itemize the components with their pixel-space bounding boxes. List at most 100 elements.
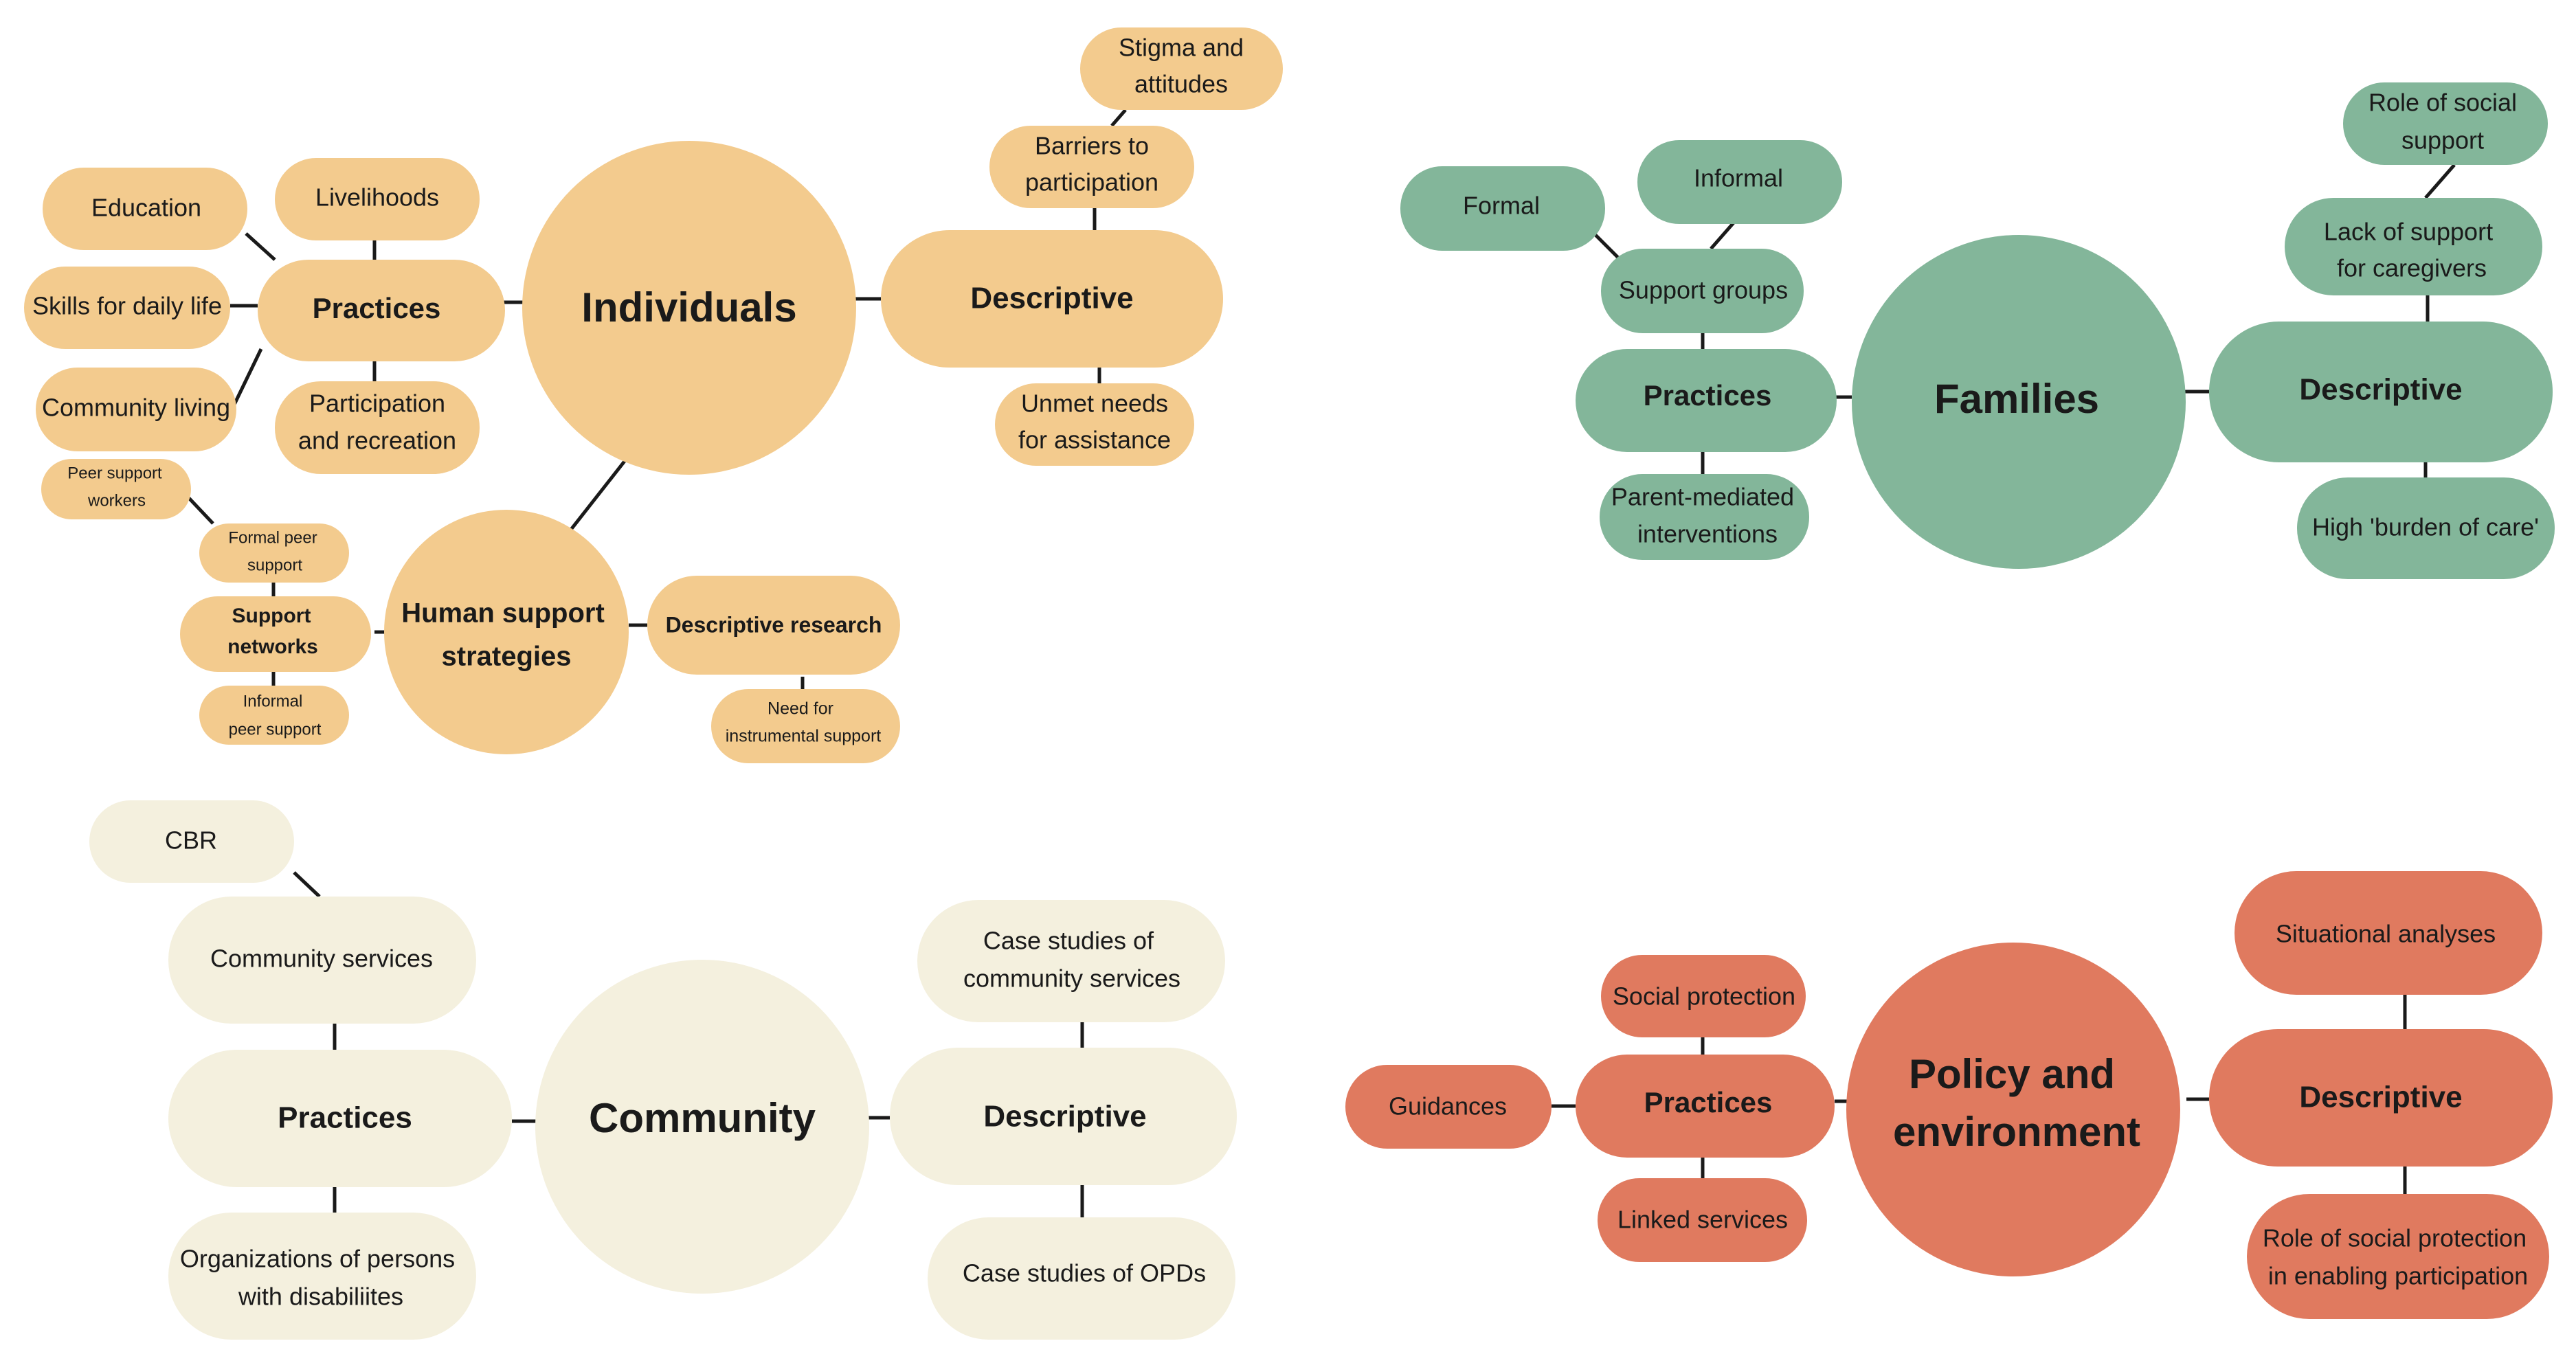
- policy-hub-label: environment: [1893, 1109, 2140, 1155]
- individuals-descriptive-node: [881, 230, 1223, 368]
- human-support-label: strategies: [442, 642, 572, 672]
- descriptive-research-label: Descriptive research: [666, 612, 882, 637]
- role-social-label: Role of social: [2368, 89, 2517, 117]
- connector: [245, 232, 276, 261]
- connector: [569, 459, 627, 532]
- policy-descriptive-node: [2209, 1029, 2553, 1167]
- individuals-hub-label: Individuals: [581, 284, 796, 330]
- stigma-node: [1080, 27, 1283, 110]
- community-living-label: Community living: [42, 394, 230, 422]
- individuals-labels: Individuals Practices Education Liveliho…: [32, 34, 1244, 746]
- social-protection-label: Social protection: [1613, 982, 1795, 1011]
- community-living-node: [36, 368, 236, 451]
- role-social-label: support: [2401, 126, 2484, 155]
- connector: [188, 497, 214, 525]
- individuals-descriptive-label: Descriptive: [970, 282, 1133, 315]
- situational-node: [2235, 871, 2542, 995]
- role-protection-label: in enabling participation: [2268, 1262, 2528, 1290]
- informal-node: [1637, 140, 1842, 224]
- community-descriptive-label: Descriptive: [983, 1100, 1146, 1134]
- case-opds-label: Case studies of OPDs: [963, 1259, 1206, 1287]
- participation-label: and recreation: [298, 427, 456, 455]
- human-support-hub: [384, 510, 629, 754]
- families-practices-node: [1576, 349, 1837, 452]
- participation-node: [275, 381, 480, 474]
- unmet-node: [995, 383, 1194, 466]
- linked-services-node: [1598, 1178, 1807, 1262]
- participation-label: Participation: [309, 390, 445, 418]
- community-practices-node: [168, 1050, 512, 1187]
- instrumental-label: instrumental support: [726, 727, 882, 746]
- policy-practices-label: Practices: [1644, 1086, 1773, 1118]
- case-services-label: community services: [963, 965, 1180, 993]
- informal-peer-node: [199, 686, 349, 745]
- role-social-node: [2343, 82, 2548, 165]
- lack-support-label: for caregivers: [2337, 254, 2487, 282]
- barriers-node: [989, 126, 1194, 208]
- connector: [1710, 220, 1736, 250]
- families-hub: [1852, 235, 2186, 569]
- guidances-node: [1345, 1065, 1552, 1149]
- community-labels: Community Practices CBR Community servic…: [165, 826, 1206, 1311]
- unmet-label: for assistance: [1018, 426, 1171, 454]
- skills-node: [24, 267, 230, 349]
- livelihoods-node: [275, 158, 480, 240]
- opd-orgs-node: [168, 1213, 476, 1340]
- parent-mediated-label: interventions: [1637, 520, 1778, 548]
- community-hub-label: Community: [589, 1095, 816, 1141]
- support-groups-label: Support groups: [1619, 276, 1788, 304]
- support-networks-node: [180, 596, 371, 672]
- instrumental-node: [711, 689, 900, 763]
- situational-label: Situational analyses: [2276, 920, 2496, 948]
- connector: [1110, 109, 1127, 127]
- connector: [2424, 164, 2456, 199]
- formal-node: [1400, 166, 1605, 251]
- stigma-label: attitudes: [1134, 70, 1228, 98]
- burden-node: [2297, 477, 2555, 579]
- peer-workers-node: [41, 459, 191, 519]
- formal-label: Formal: [1463, 192, 1540, 220]
- families-hub-label: Families: [1934, 376, 2099, 422]
- formal-peer-label: Formal peer: [228, 528, 317, 547]
- support-groups-node: [1601, 249, 1804, 333]
- lack-support-label: Lack of support: [2324, 218, 2493, 246]
- linked-services-label: Linked services: [1617, 1206, 1788, 1234]
- education-label: Education: [91, 194, 201, 222]
- connector: [293, 871, 321, 898]
- peer-workers-label: Peer support: [67, 464, 162, 482]
- skills-label: Skills for daily life: [32, 292, 222, 320]
- support-networks-label: Support: [232, 605, 311, 627]
- connector: [230, 348, 263, 410]
- role-protection-label: Role of social protection: [2263, 1224, 2527, 1252]
- community-cluster: [89, 800, 1237, 1340]
- lack-support-node: [2285, 198, 2542, 295]
- burden-label: High 'burden of care': [2312, 513, 2539, 541]
- case-services-node: [917, 900, 1225, 1022]
- barriers-label: participation: [1025, 168, 1158, 196]
- formal-peer-node: [199, 523, 349, 583]
- social-protection-node: [1601, 955, 1806, 1037]
- instrumental-label: Need for: [768, 699, 833, 719]
- case-services-label: Case studies of: [983, 927, 1154, 955]
- human-support-label: Human support: [401, 598, 605, 629]
- connector: [1591, 231, 1622, 261]
- individuals-hub: [522, 141, 856, 475]
- opd-orgs-label: with disabiliites: [238, 1283, 403, 1311]
- informal-peer-label: peer support: [229, 720, 322, 739]
- stigma-label: Stigma and: [1119, 34, 1244, 62]
- families-cluster: [1400, 82, 2555, 579]
- support-networks-label: networks: [227, 635, 318, 658]
- individuals-cluster: [24, 27, 1283, 763]
- community-services-label: Community services: [210, 945, 433, 973]
- community-descriptive-node: [890, 1048, 1237, 1185]
- livelihoods-label: Livelihoods: [315, 183, 439, 212]
- policy-labels: Policy and environment Practices Social …: [1389, 920, 2528, 1290]
- policy-hub-label: Policy and: [1909, 1051, 2115, 1097]
- community-practices-label: Practices: [278, 1101, 412, 1135]
- families-labels: Families Practices Support groups Formal…: [1463, 89, 2539, 548]
- policy-cluster: [1345, 871, 2553, 1319]
- families-descriptive-node: [2209, 322, 2553, 462]
- formal-peer-label: support: [247, 556, 302, 574]
- parent-mediated-node: [1600, 474, 1809, 560]
